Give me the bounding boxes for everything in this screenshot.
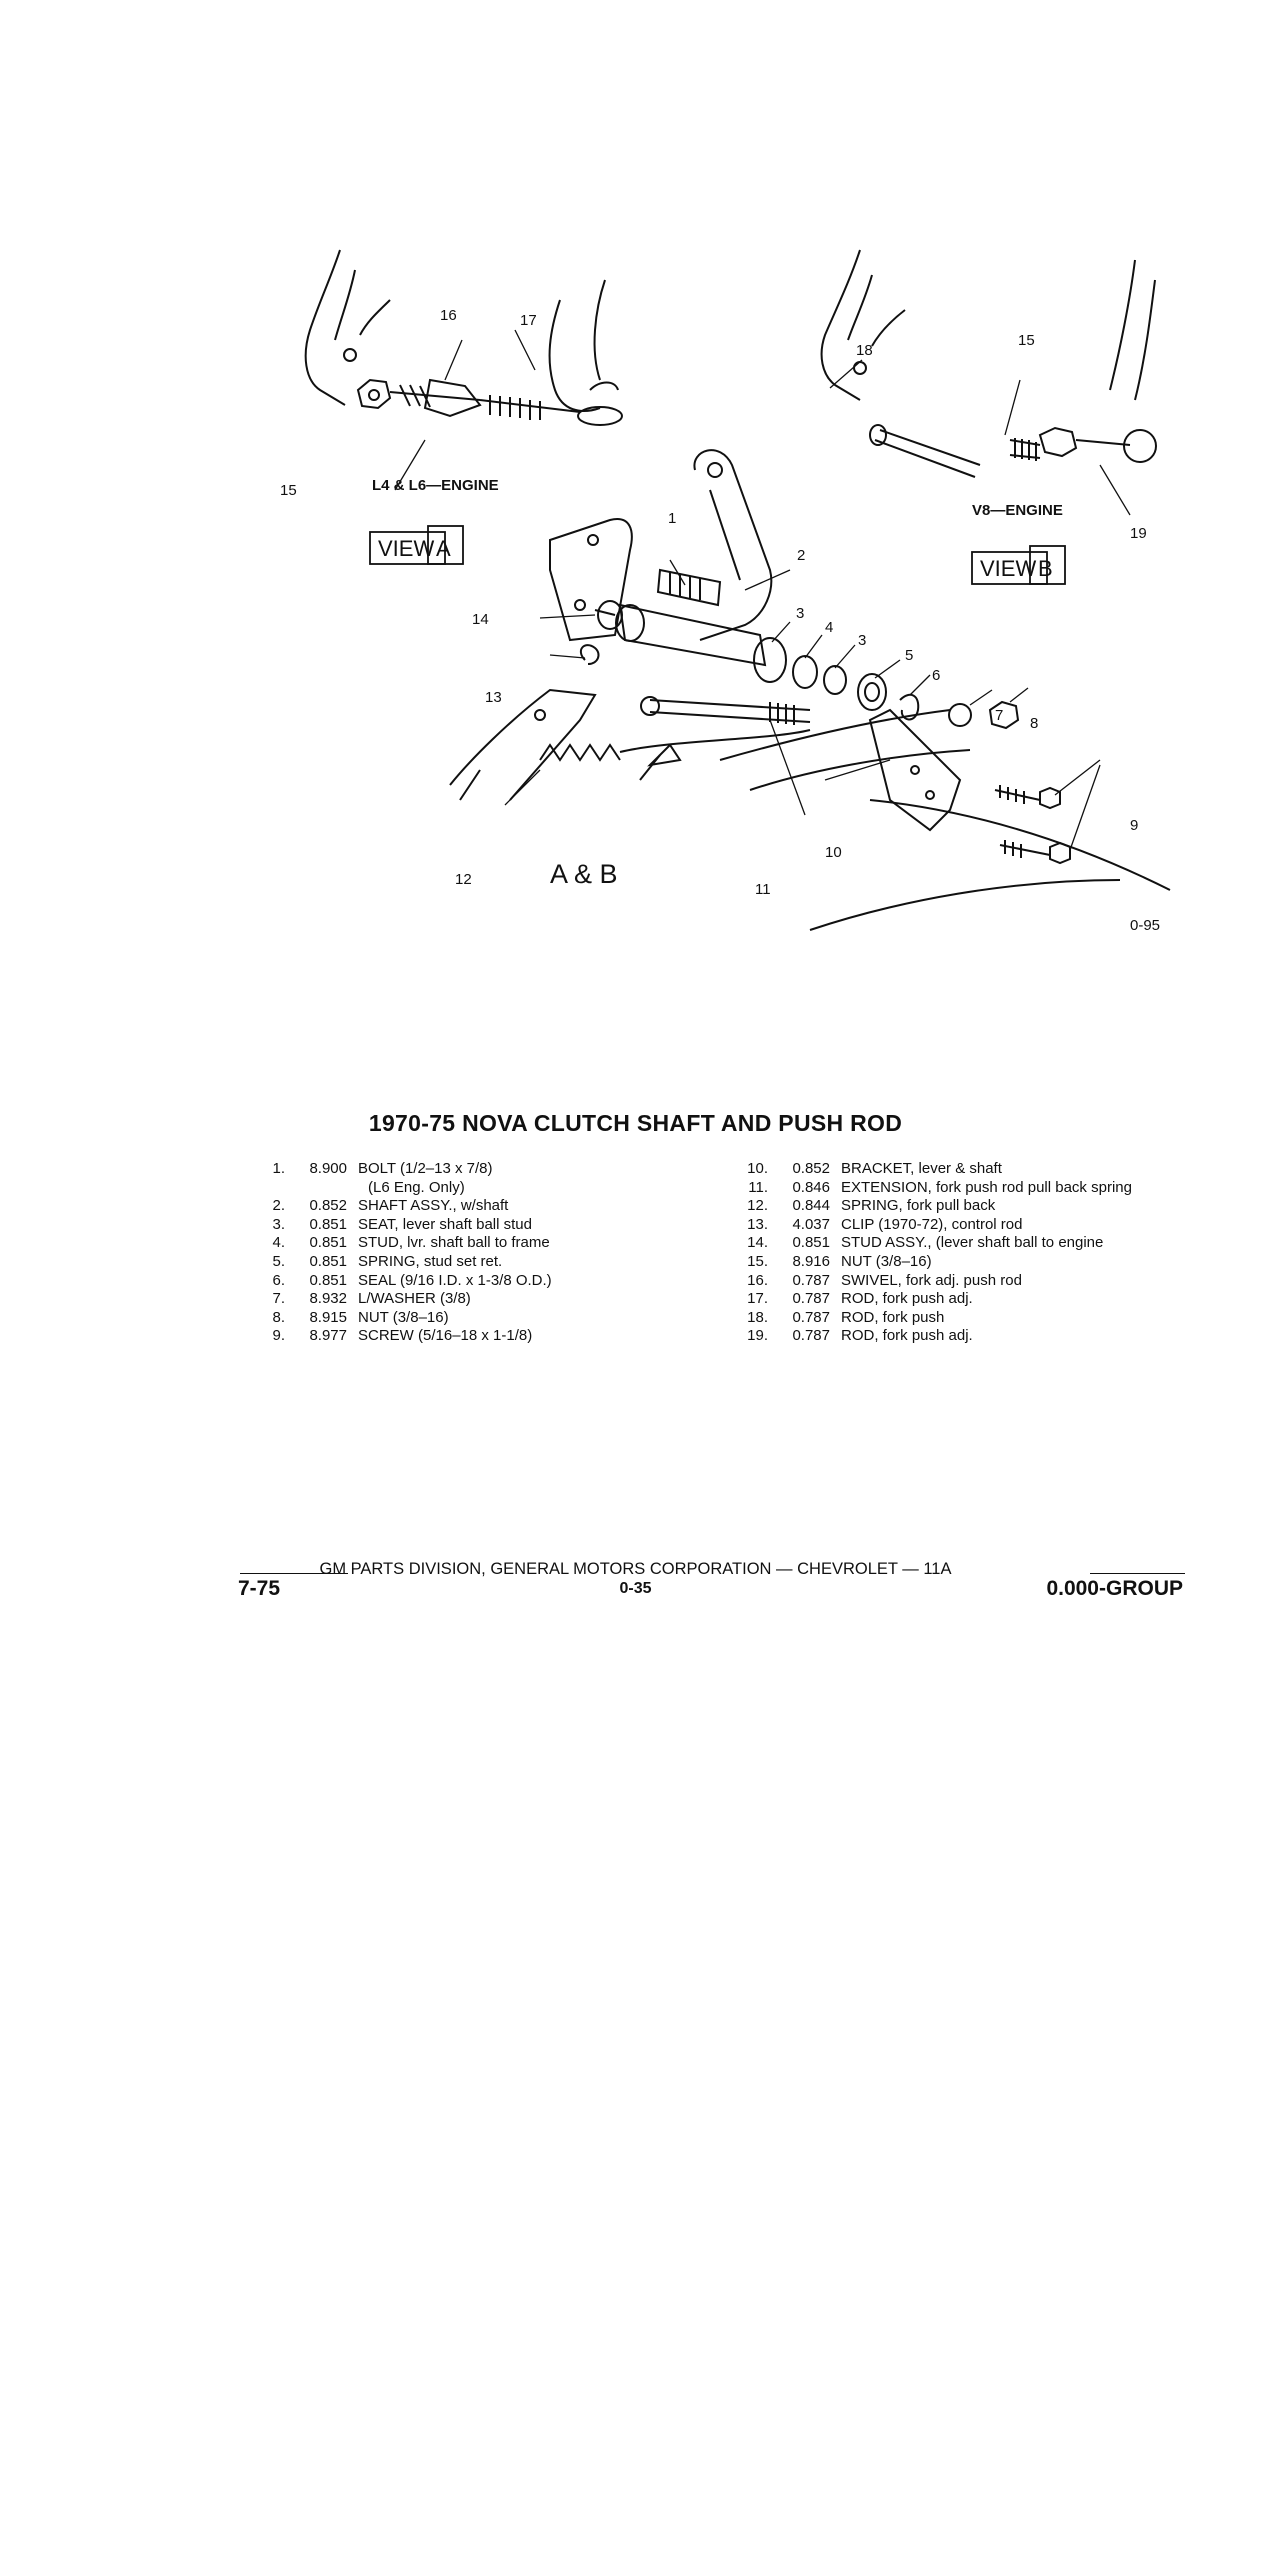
footer-rule-left [240, 1573, 348, 1574]
callout-14: 14 [472, 611, 489, 628]
ab-label: A & B [550, 859, 618, 889]
view-b-letter: B [1038, 556, 1053, 581]
view-a-letter: A [436, 536, 451, 561]
callout-15b: 15 [1018, 332, 1035, 349]
callout-17: 17 [520, 312, 537, 329]
view-b-inset [820, 249, 1157, 478]
callout-7: 7 [995, 707, 1003, 724]
view-a-box: VIEW A [369, 525, 464, 565]
callout-6: 6 [932, 667, 940, 684]
list-item: (L6 Eng. Only) [368, 1178, 465, 1196]
footer-page-number: 0-35 [619, 1580, 652, 1597]
callout-1: 1 [668, 510, 676, 527]
callout-numbers: 16 17 15 18 15 19 1 2 3 4 3 5 6 7 8 9 10… [280, 307, 1147, 898]
view-b-word: VIEW [980, 556, 1036, 581]
callout-18: 18 [856, 342, 873, 359]
footer-division: GM PARTS DIVISION, GENERAL MOTORS CORPOR… [319, 1560, 952, 1578]
footer-rule-right [1090, 1573, 1185, 1574]
callout-2: 2 [797, 547, 805, 564]
callout-11: 11 [755, 881, 771, 898]
view-a-caption: L4 & L6—ENGINE [372, 477, 499, 494]
callout-8: 8 [1030, 715, 1038, 732]
callout-3a: 3 [796, 605, 804, 622]
callout-9: 9 [1130, 817, 1138, 834]
callout-5: 5 [905, 647, 913, 664]
callout-13: 13 [485, 689, 502, 706]
callout-4: 4 [825, 619, 833, 636]
footer-group: 0.000-GROUP [1046, 1577, 1183, 1600]
footer-date: 7-75 [238, 1577, 281, 1600]
callout-12: 12 [455, 871, 472, 888]
exploded-parts-diagram: 16 17 15 18 15 19 1 2 3 4 3 5 6 7 8 9 10… [250, 240, 1210, 960]
callout-19: 19 [1130, 525, 1147, 542]
figure-code: 0-95 [1130, 917, 1160, 934]
callout-10: 10 [825, 844, 842, 861]
leader-lines [394, 329, 1131, 851]
callout-16: 16 [440, 307, 457, 324]
view-a-word: VIEW [378, 536, 434, 561]
diagram-svg: 16 17 15 18 15 19 1 2 3 4 3 5 6 7 8 9 10… [280, 249, 1171, 934]
view-b-caption: V8—ENGINE [972, 502, 1063, 519]
view-b-box: VIEW B [971, 545, 1066, 585]
view-a-inset [304, 249, 623, 426]
callout-3b: 3 [858, 632, 866, 649]
page-title: 1970-75 NOVA CLUTCH SHAFT AND PUSH ROD [368, 1110, 903, 1136]
callout-15a: 15 [280, 482, 297, 499]
main-assembly [449, 449, 1171, 931]
